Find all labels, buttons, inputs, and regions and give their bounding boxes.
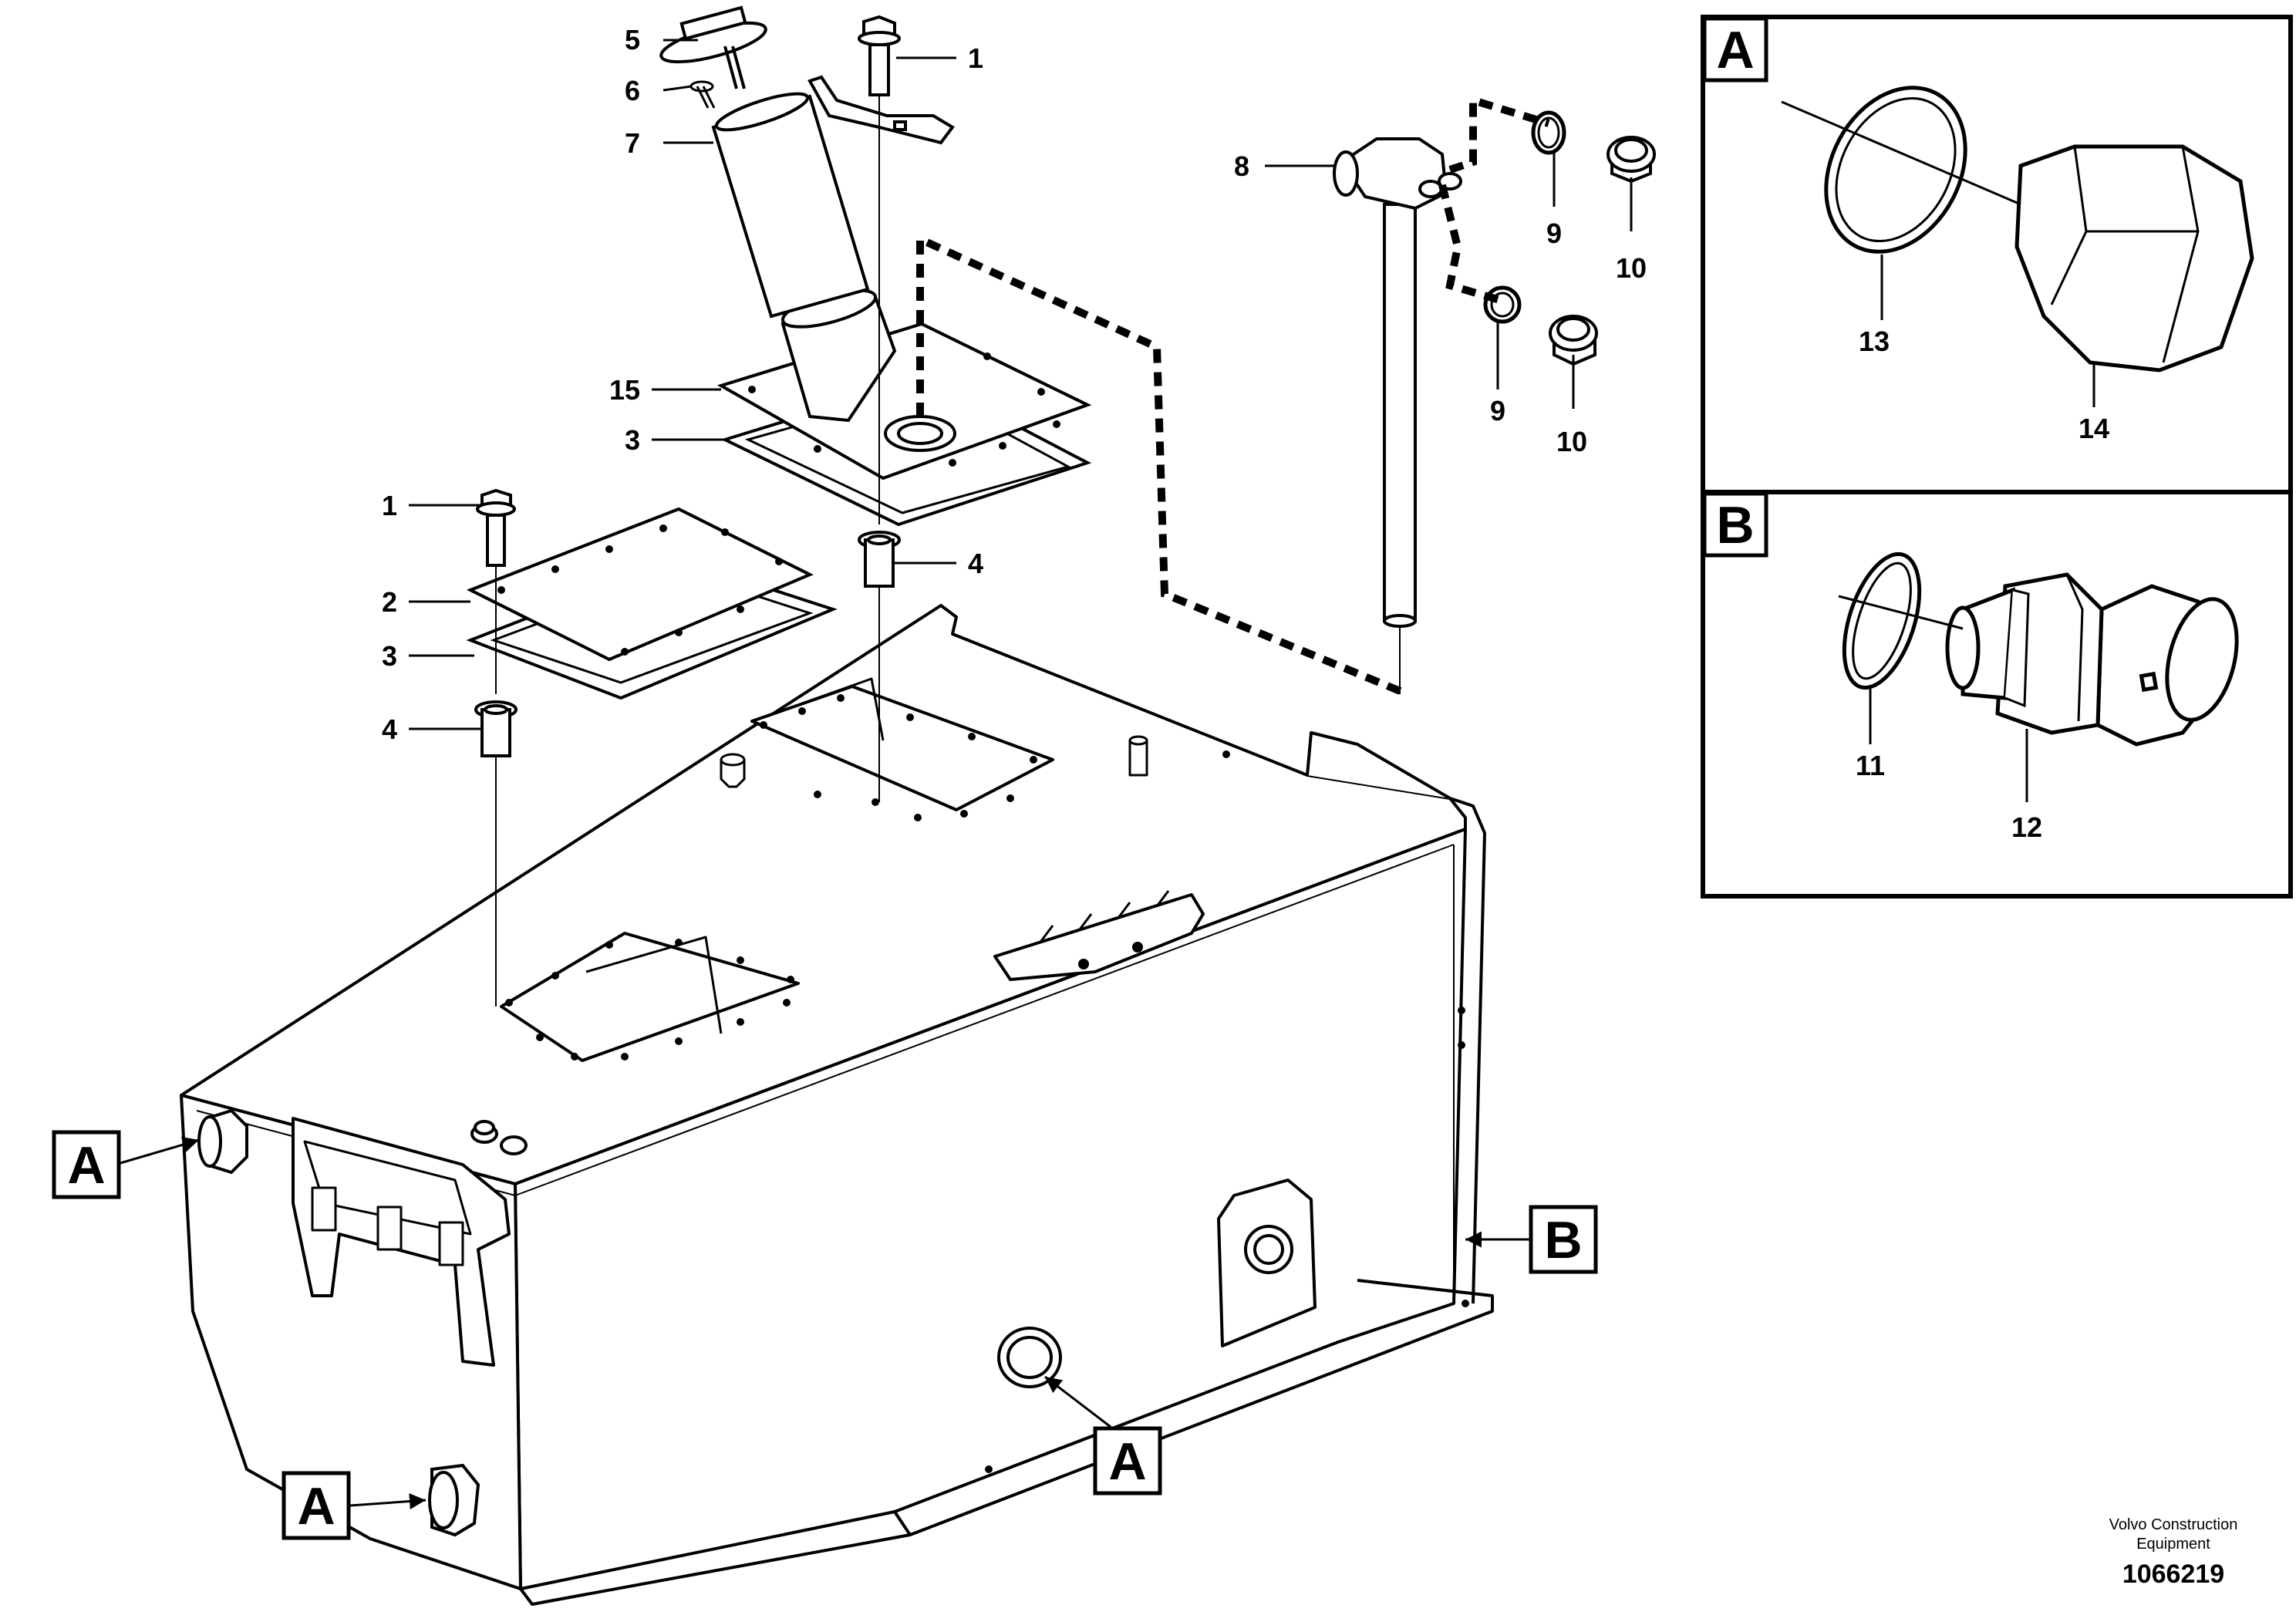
label-part-11: 11 <box>1856 750 1885 781</box>
label-part-10-lower: 10 <box>1556 426 1587 457</box>
level-sensor-8 <box>1333 137 1462 628</box>
screw-6 <box>689 80 716 109</box>
label-part-14: 14 <box>2079 413 2109 444</box>
label-part-1-lower: 1 <box>382 490 397 521</box>
detail-panels: A 13 14 B <box>1701 15 2293 899</box>
label-part-2: 2 <box>382 586 397 618</box>
seal-ring-11 <box>1842 551 1922 690</box>
sleeve-4-lower <box>474 700 518 757</box>
company-line-2: Equipment <box>2136 1536 2210 1553</box>
drain-plug-left-lower <box>428 1463 480 1537</box>
label-part-4-upper: 4 <box>968 548 983 579</box>
dashed-assembly-lines <box>916 95 1550 698</box>
detail-b-title: B <box>1716 496 1754 555</box>
seal-ring-13 <box>1824 86 1967 254</box>
label-part-4-lower: 4 <box>382 713 397 745</box>
top-clip-bracket <box>993 893 1205 981</box>
washer-9-lower <box>1483 285 1522 324</box>
callout-a-left-upper: A <box>52 1130 200 1199</box>
label-part-15: 15 <box>609 374 640 406</box>
detail-a-title: A <box>1716 21 1754 79</box>
bolt-1-upper <box>858 15 901 96</box>
bracket-clamp <box>807 75 955 145</box>
label-part-9-upper: 9 <box>1546 218 1562 249</box>
washer-9-upper <box>1531 110 1566 155</box>
drain-plug-front <box>997 1327 1062 1388</box>
fitting-plug-12 <box>1945 572 2239 747</box>
label-part-12: 12 <box>2011 811 2042 843</box>
detail-b: B 11 12 <box>1702 491 2239 843</box>
svg-text:A: A <box>1108 1432 1146 1491</box>
svg-text:B: B <box>1544 1211 1582 1270</box>
part-numbers: 5 6 7 1 15 3 1 2 3 4 4 8 9 10 9 10 <box>382 24 1647 745</box>
tank-bottom-flange <box>519 1279 1494 1606</box>
label-part-10-upper: 10 <box>1616 252 1647 284</box>
filler-tube-7 <box>711 92 897 423</box>
label-part-8: 8 <box>1234 150 1249 182</box>
label-part-13: 13 <box>1859 325 1890 357</box>
label-part-1-upper: 1 <box>968 42 983 74</box>
drawing-footer: Volvo Construction Equipment 1066219 <box>2109 1516 2238 1589</box>
bolt-1-lower <box>476 488 516 567</box>
hex-plug-14 <box>2014 144 2254 373</box>
label-part-6: 6 <box>625 75 640 106</box>
detail-a: A 13 14 <box>1702 16 2254 444</box>
callout-a-bottom: A <box>1044 1375 1162 1496</box>
tank-right-lip <box>1306 731 1451 800</box>
label-part-5: 5 <box>625 24 640 56</box>
label-part-9-lower: 9 <box>1490 395 1505 427</box>
sleeve-4-upper <box>858 531 901 588</box>
drawing-number: 1066219 <box>2122 1560 2224 1589</box>
svg-text:A: A <box>67 1136 105 1195</box>
tank-opening-lower <box>500 932 800 1062</box>
drain-plug-left-upper <box>197 1108 248 1175</box>
filler-cap-5 <box>659 5 767 89</box>
plug-10-upper <box>1607 136 1656 184</box>
fuel-tank <box>180 604 1494 1606</box>
callout-b-right: B <box>1465 1205 1598 1274</box>
leader-lines <box>409 39 1633 730</box>
callout-a-left-lower: A <box>282 1471 426 1540</box>
label-part-7: 7 <box>625 127 640 159</box>
company-line-1: Volvo Construction <box>2109 1516 2238 1533</box>
label-part-3-upper: 3 <box>625 424 640 456</box>
svg-text:A: A <box>297 1477 335 1536</box>
tank-bolt-holes <box>505 694 1469 1473</box>
label-part-3-lower: 3 <box>382 640 397 672</box>
plug-10-lower <box>1549 315 1598 366</box>
